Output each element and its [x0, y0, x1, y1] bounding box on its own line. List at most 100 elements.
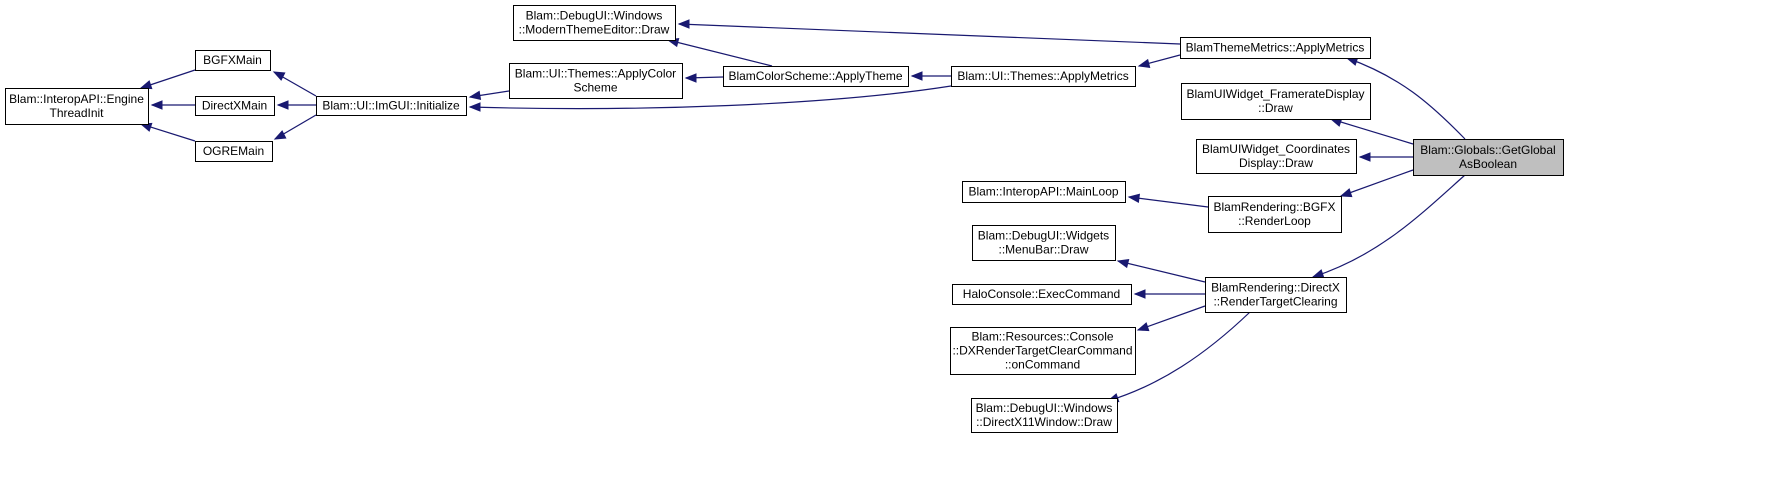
node-box	[1196, 139, 1357, 174]
edge-line	[678, 23, 1181, 45]
node-imgui-initialize[interactable]: Blam::UI::ImGUI::Initialize	[316, 96, 467, 116]
arrowhead	[272, 71, 286, 81]
node-label-line: OGREMain	[203, 144, 264, 158]
node-box	[971, 398, 1118, 433]
node-label-line: Display::Draw	[1239, 156, 1313, 170]
edge-imgui_initialize-to-directxmain	[276, 100, 316, 110]
node-modern-theme-editor-draw[interactable]: Blam::DebugUI::Windows::ModernThemeEdito…	[513, 5, 676, 41]
node-color-scheme-apply-theme[interactable]: BlamColorScheme::ApplyTheme	[723, 66, 909, 87]
node-label-line: ::ModernThemeEditor::Draw	[519, 23, 670, 37]
node-box	[1413, 139, 1564, 176]
edge-line	[1346, 57, 1466, 140]
node-label-line: Scheme	[573, 81, 617, 95]
node-label-line: ::MenuBar::Draw	[998, 243, 1088, 257]
node-box	[513, 5, 676, 41]
node-directx11window-draw[interactable]: Blam::DebugUI::Windows::DirectX11Window:…	[971, 398, 1118, 433]
node-label-line: HaloConsole::ExecCommand	[963, 287, 1120, 301]
node-box	[195, 50, 271, 71]
edge-apply_color_scheme-to-imgui_initialize	[468, 90, 510, 100]
node-label-line: AsBoolean	[1459, 157, 1517, 171]
edge-theme_metrics_apply_metrics-to-modern_theme_editor_draw	[677, 19, 1181, 45]
node-menubar-draw[interactable]: Blam::DebugUI::Widgets::MenuBar::Draw	[972, 225, 1116, 261]
node-label-line: DirectXMain	[202, 99, 267, 113]
node-box	[5, 88, 149, 125]
node-label-line: Blam::DebugUI::Widgets	[978, 229, 1109, 243]
node-box	[1181, 83, 1371, 120]
edge-directx_render_target_clearing-to-halo_exec_command	[1133, 289, 1205, 299]
edge-line	[1128, 196, 1209, 208]
node-label-line: Blam::DebugUI::Windows	[976, 401, 1113, 415]
node-box	[952, 284, 1132, 305]
node-label-line: ::RenderTargetClearing	[1213, 295, 1337, 309]
node-bgfxmain[interactable]: BGFXMain	[195, 50, 271, 71]
edge-bgfx_renderloop-to-interop_mainloop	[1127, 193, 1209, 208]
node-halo-exec-command[interactable]: HaloConsole::ExecCommand	[952, 284, 1132, 305]
arrowhead	[1339, 188, 1353, 198]
node-label-line: Blam::DebugUI::Windows	[526, 9, 663, 23]
node-box	[195, 96, 275, 116]
edge-line	[1107, 311, 1251, 402]
node-label-line: Blam::Globals::GetGlobal	[1420, 143, 1555, 157]
node-box	[1208, 196, 1342, 233]
edge-color_scheme_apply_theme-to-modern_theme_editor_draw	[666, 37, 773, 67]
node-label-line: BlamUIWidget_Coordinates	[1202, 142, 1350, 156]
node-box	[723, 66, 909, 87]
node-box	[951, 66, 1136, 87]
node-label-line: BlamRendering::BGFX	[1213, 200, 1335, 214]
edge-directx_render_target_clearing-to-menubar_draw	[1116, 258, 1206, 283]
node-label-line: Blam::UI::ImGUI::Initialize	[322, 99, 460, 113]
arrowhead	[1311, 269, 1325, 279]
edge-ogremain-to-engine_threadinit	[139, 122, 196, 142]
edge-get_global_as_boolean-to-directx_render_target_clearing	[1311, 174, 1466, 279]
edge-themes_apply_metrics-to-color_scheme_apply_theme	[910, 71, 951, 81]
node-label-line: ThreadInit	[49, 106, 104, 120]
edge-color_scheme_apply_theme-to-apply_color_scheme	[684, 73, 724, 83]
node-interop-mainloop[interactable]: Blam::InteropAPI::MainLoop	[962, 181, 1126, 203]
node-themes-apply-metrics[interactable]: Blam::UI::Themes::ApplyMetrics	[951, 66, 1136, 87]
edge-themes_apply_metrics-to-imgui_initialize	[468, 85, 952, 112]
edge-get_global_as_boolean-to-coordinates_display_draw	[1358, 152, 1413, 162]
arrowhead	[1137, 58, 1151, 69]
arrowhead	[910, 71, 923, 81]
node-label-line: Blam::InteropAPI::Engine	[9, 92, 144, 106]
node-label-line: Blam::UI::Themes::ApplyMetrics	[957, 69, 1128, 83]
edge-line	[1312, 174, 1466, 278]
edge-theme_metrics_apply_metrics-to-themes_apply_metrics	[1137, 54, 1181, 69]
arrowhead	[1116, 258, 1130, 269]
node-ogremain[interactable]: OGREMain	[195, 141, 273, 162]
node-label-line: BlamThemeMetrics::ApplyMetrics	[1186, 41, 1365, 55]
arrowhead	[684, 73, 697, 83]
node-directx-render-target-clearing[interactable]: BlamRendering::DirectX::RenderTargetClea…	[1205, 277, 1347, 313]
edge-line	[1340, 169, 1414, 197]
node-dx-clear-command[interactable]: Blam::Resources::Console::DXRenderTarget…	[950, 327, 1136, 375]
edge-imgui_initialize-to-ogremain	[273, 114, 317, 140]
node-bgfx-renderloop[interactable]: BlamRendering::BGFX::RenderLoop	[1208, 196, 1342, 233]
arrowhead	[273, 130, 287, 140]
node-label-line: ::DXRenderTargetClearCommand	[952, 344, 1132, 358]
node-theme-metrics-apply-metrics[interactable]: BlamThemeMetrics::ApplyMetrics	[1180, 37, 1371, 59]
node-box	[509, 63, 683, 99]
node-label-line: ::Draw	[1258, 101, 1293, 115]
edge-bgfxmain-to-engine_threadinit	[139, 69, 196, 90]
node-label-line: ::DirectX11Window::Draw	[976, 415, 1112, 429]
arrowhead	[1133, 289, 1146, 299]
arrowhead	[468, 102, 481, 112]
node-label-line: Blam::InteropAPI::MainLoop	[968, 185, 1118, 199]
node-box	[1180, 37, 1371, 59]
arrowhead	[139, 80, 153, 90]
node-framerate-display-draw[interactable]: BlamUIWidget_FramerateDisplay::Draw	[1181, 83, 1371, 120]
edge-layer	[139, 19, 1466, 403]
node-box	[950, 327, 1136, 375]
node-directxmain[interactable]: DirectXMain	[195, 96, 275, 116]
arrowhead	[1127, 193, 1141, 204]
edge-directxmain-to-engine_threadinit	[150, 100, 195, 110]
arrowhead	[468, 90, 482, 100]
node-box	[972, 225, 1116, 261]
edge-directx_render_target_clearing-to-dx_clear_command	[1136, 305, 1206, 332]
